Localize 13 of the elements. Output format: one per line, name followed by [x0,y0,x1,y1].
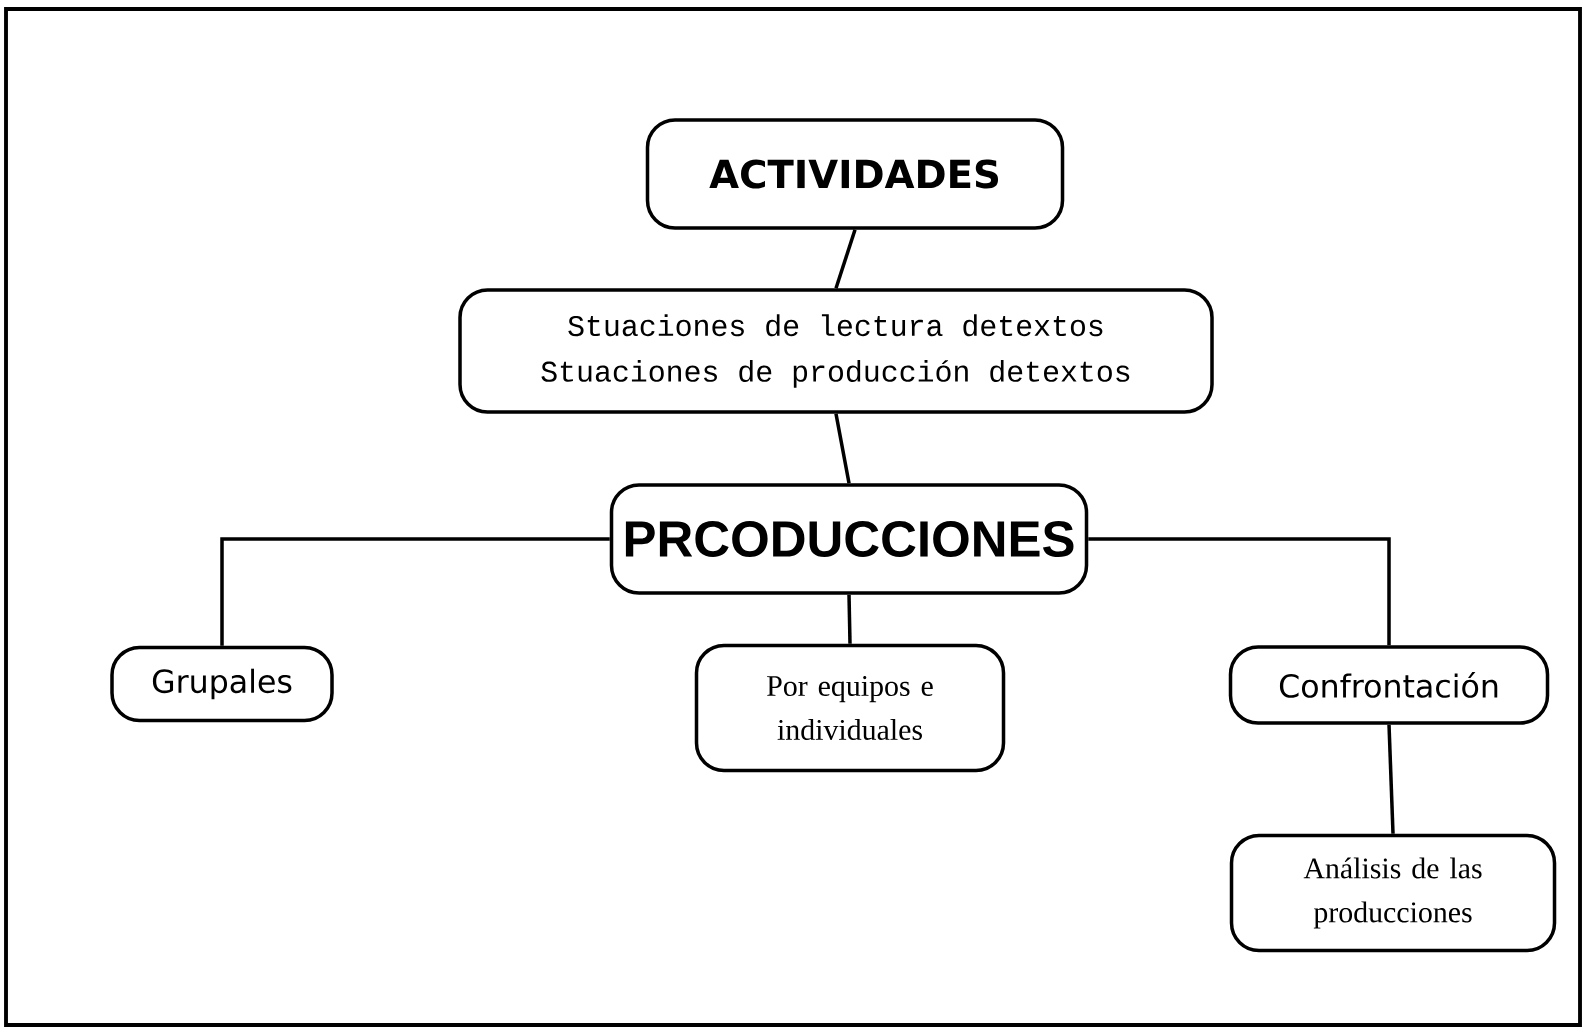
connector-line [1088,537,1391,646]
category-box: Grupales [110,645,334,723]
category-box: Por equipos e individuales [694,643,1006,773]
heading-box: PRCODUCCIONES [609,483,1089,595]
analysis-box: Análisis de las producciones [1229,833,1557,953]
connector-line [834,229,857,289]
title-box: ACTIVIDADES [645,118,1065,230]
activity-box: Stuaciones de lectura detextos Stuaciones de producción detextos [458,288,1214,414]
connector-line [834,413,851,484]
category-box: Confrontación [1228,645,1550,725]
connector-line [220,537,610,646]
connector-line [847,594,852,644]
connector-line [1387,724,1395,834]
